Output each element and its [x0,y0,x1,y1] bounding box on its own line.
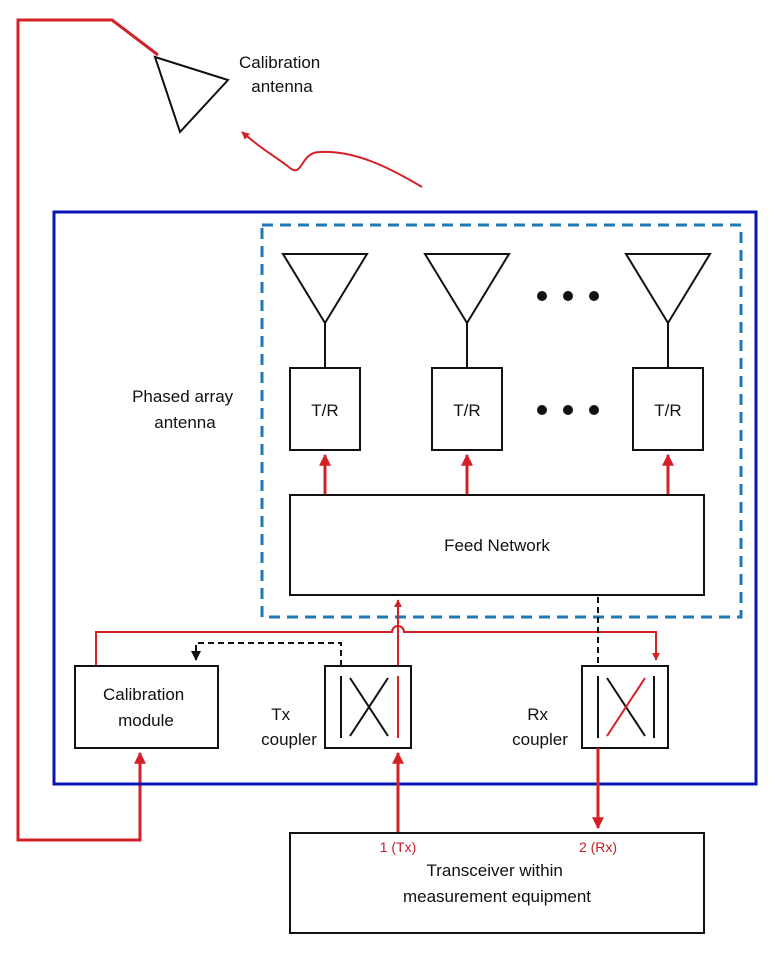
transceiver-box [289,832,705,934]
radiated-wave-arrow [241,131,423,188]
rx-coupler-label-line2: coupler [512,730,568,749]
rx-coupler-label-line1: Rx [527,705,548,724]
element-antenna-icon-3 [624,253,712,325]
rx-coupler-label: Rx coupler [512,705,568,749]
feed-network-label: Feed Network [444,536,550,555]
phased-array-label-line2: antenna [154,413,216,432]
phased-array-label-line1: Phased array [132,387,234,406]
element-antenna-icon-1 [281,253,369,325]
port-rx-label: 2 (Rx) [579,839,617,855]
antenna-ellipsis-icon [537,291,599,301]
calibration-module-box [74,665,219,749]
phased-array-boundary [260,223,743,619]
tr-ellipsis-icon [537,405,599,415]
calibration-cable [16,18,159,842]
tx-coupler-to-calibration-dashed [191,642,342,666]
system-boundary [52,210,758,786]
rx-coupler-icon [597,676,655,738]
tr-module-3-label: T/R [654,401,681,420]
tx-coupler-label-line2: coupler [261,730,317,749]
feed-network-box [289,494,705,596]
calibration-module-label: Calibration module [103,685,189,730]
tr-module-1-label: T/R [311,401,338,420]
port-tx-label: 1 (Tx) [380,839,417,855]
transceiver-label-line1: Transceiver within [426,861,562,880]
tx-coupler-icon [340,676,399,738]
transceiver-label: Transceiver within measurement equipment [403,861,591,906]
tr-module-3 [632,367,704,451]
calibration-module-label-line2: module [118,711,174,730]
tx-coupler-label-line1: Tx [271,705,290,724]
tr-module-1 [289,367,361,451]
calibration-antenna-label: Calibration antenna [239,53,325,96]
transceiver-label-line2: measurement equipment [403,887,591,906]
calibration-coupling-bus [95,625,660,665]
calibration-antenna-icon [153,55,230,134]
tr-module-2 [431,367,503,451]
calibration-antenna-label-line1: Calibration [239,53,320,72]
tr-module-2-label: T/R [453,401,480,420]
element-antenna-icon-2 [423,253,511,325]
calibration-module-label-line1: Calibration [103,685,184,704]
calibration-antenna-label-line2: antenna [251,77,313,96]
tx-coupler-label: Tx coupler [261,705,317,749]
phased-array-label: Phased array antenna [132,387,238,432]
